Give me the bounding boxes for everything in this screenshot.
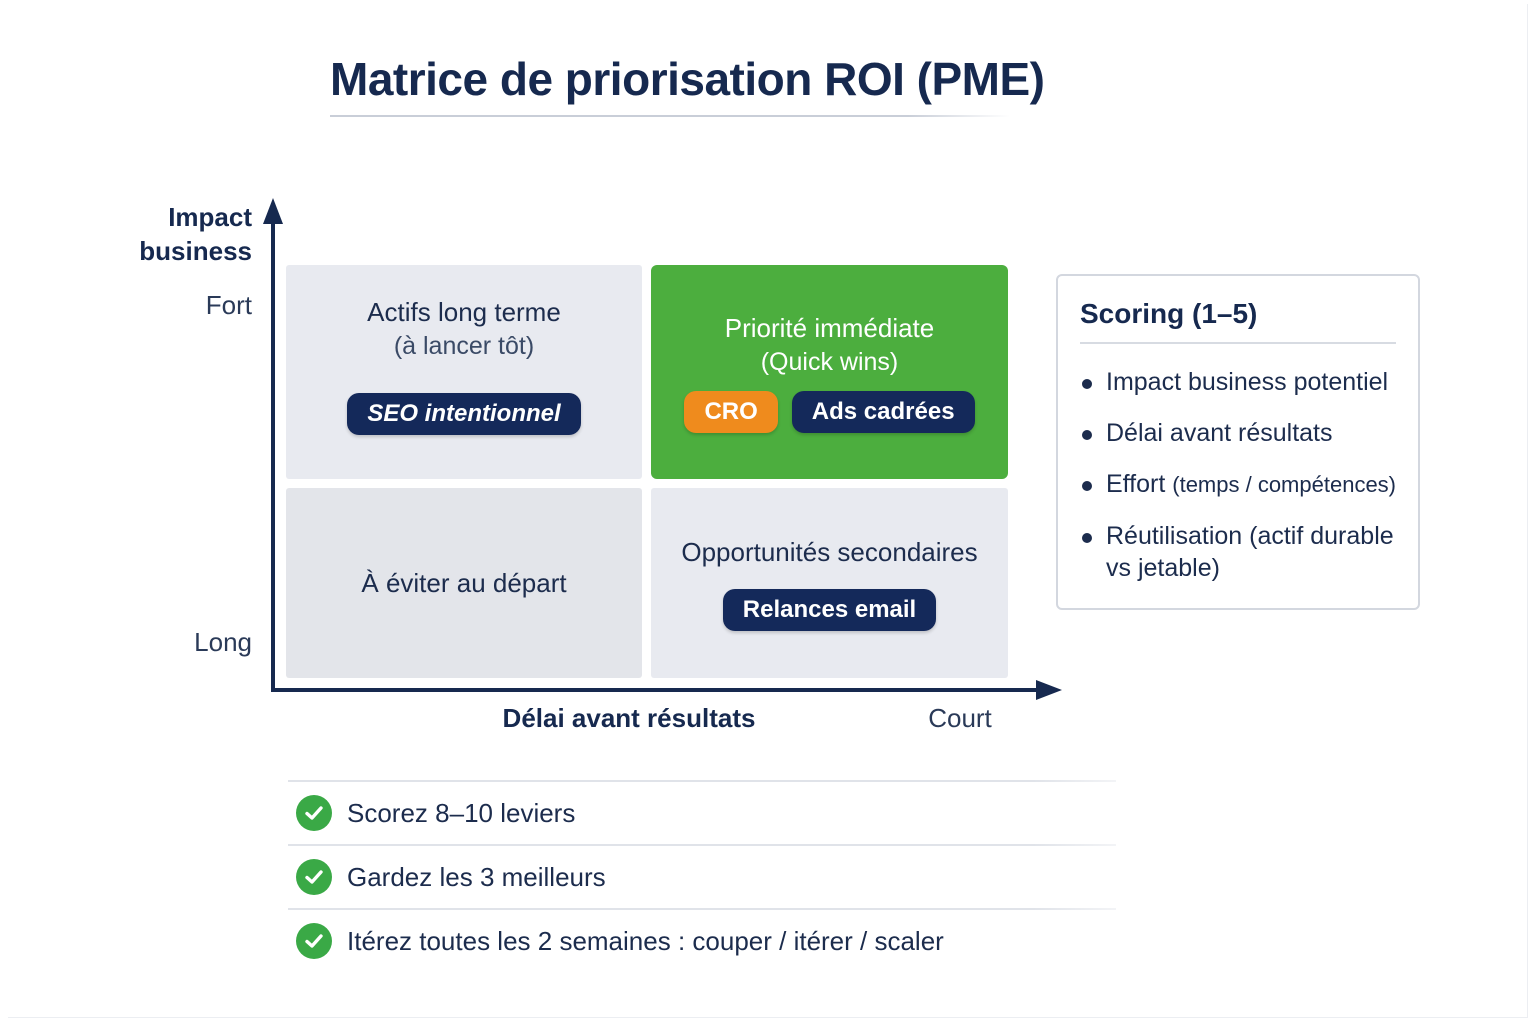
scoring-item-text: Impact business potentiel — [1106, 368, 1389, 396]
step-main: Itérez toutes les 2 semaines : — [347, 925, 686, 956]
y-axis-title: Impact business — [120, 200, 252, 268]
step-text: Itérez toutes les 2 semaines : couper / … — [347, 926, 944, 957]
step-item: Gardez les 3 meilleurs — [288, 846, 1116, 908]
chip-email: Relances email — [722, 589, 937, 631]
step-text: Gardez les 3 meilleurs — [347, 862, 606, 893]
divider — [288, 908, 1116, 910]
scoring-item-text: Délai avant résultats — [1106, 419, 1333, 447]
quadrant-title: Actifs long terme — [367, 297, 561, 327]
y-axis-title-line2: business — [139, 236, 252, 266]
quadrant-avoid: À éviter au départ — [286, 488, 642, 678]
quadrant-title: À éviter au départ — [361, 568, 567, 598]
scoring-item-text: Réutilisation (actif durable vs jetable) — [1106, 522, 1394, 582]
divider — [288, 844, 1116, 846]
x-axis-arrow-icon — [1036, 680, 1062, 700]
scoring-item-text: Effort — [1106, 470, 1173, 498]
quadrant-title: Priorité immédiate — [724, 313, 935, 343]
y-axis-title-line1: Impact — [168, 202, 252, 232]
scoring-item: Effort (temps / compétences) — [1080, 468, 1396, 501]
quadrant-quick-wins: Priorité immédiate (Quick wins) CRO Ads … — [651, 265, 1008, 479]
divider — [288, 780, 1116, 782]
chip-ads: Ads cadrées — [791, 391, 975, 433]
steps-list: Scorez 8–10 leviers Gardez les 3 meilleu… — [288, 780, 1116, 972]
check-circle-icon — [296, 923, 332, 959]
chip-cro: CRO — [684, 391, 778, 433]
check-circle-icon — [296, 859, 332, 895]
x-axis-title: Délai avant résultats — [502, 703, 756, 733]
quadrant-title: Opportunités secondaires — [681, 537, 978, 567]
scoring-item-note: (temps / compétences) — [1172, 472, 1396, 497]
step-item: Scorez 8–10 leviers — [288, 782, 1116, 844]
check-circle-icon — [296, 795, 332, 831]
title-underline — [330, 115, 1010, 117]
step-item: Itérez toutes les 2 semaines : couper / … — [288, 910, 1116, 972]
step-extra: couper / itérer / scaler — [685, 925, 944, 956]
quadrant-secondary: Opportunités secondaires Relances email — [651, 488, 1008, 678]
y-axis-high-label: Fort — [205, 290, 252, 320]
scoring-item: Impact business potentiel — [1080, 366, 1396, 398]
chip-seo: SEO intentionnel — [347, 393, 581, 435]
step-main: Gardez les 3 meilleurs — [347, 861, 606, 892]
y-axis-low-label: Long — [194, 627, 252, 657]
scoring-panel: Scoring (1–5) Impact business potentiel … — [1056, 274, 1420, 610]
quadrant-long-term-assets: Actifs long terme (à lancer tôt) SEO int… — [286, 265, 642, 479]
scoring-list: Impact business potentiel Délai avant ré… — [1080, 366, 1396, 584]
y-axis-arrow-icon — [263, 198, 283, 224]
quadrant-subtitle: (à lancer tôt) — [393, 332, 535, 360]
scoring-item: Délai avant résultats — [1080, 417, 1396, 449]
step-text: Scorez 8–10 leviers — [347, 798, 575, 829]
x-axis-right-label: Court — [928, 703, 992, 733]
page-frame — [8, 4, 1528, 1018]
page-title: Matrice de priorisation ROI (PME) — [330, 53, 1045, 105]
scoring-title: Scoring (1–5) — [1080, 298, 1396, 344]
step-main: Scorez 8–10 leviers — [347, 797, 576, 828]
quadrant-subtitle: (Quick wins) — [760, 348, 899, 376]
scoring-item: Réutilisation (actif durable vs jetable) — [1080, 520, 1396, 584]
